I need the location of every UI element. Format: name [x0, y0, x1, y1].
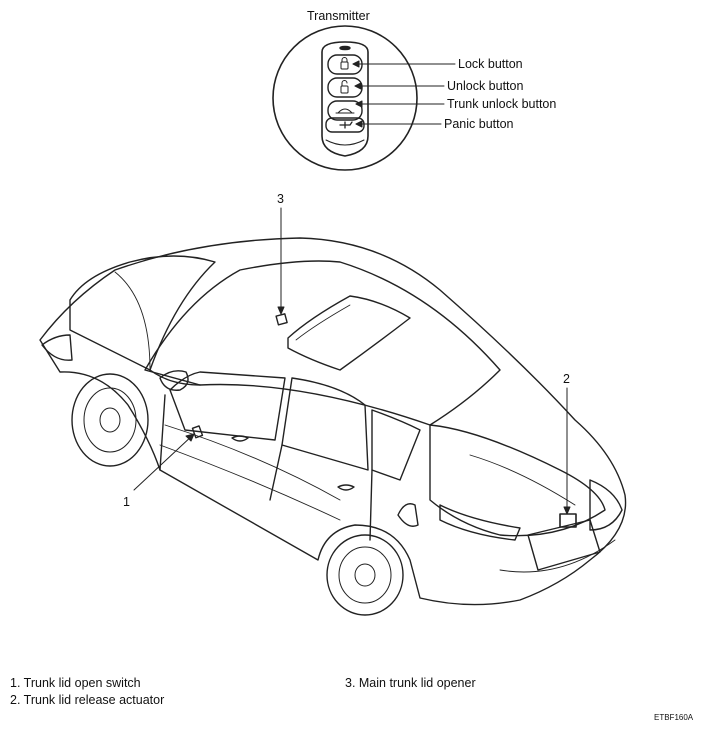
car-body [39, 237, 627, 616]
main-trunk-lid-opener-marker [275, 313, 288, 326]
fob-panic-key [325, 117, 365, 133]
license-plate [527, 519, 601, 571]
figure-code: ETBF160A [654, 713, 694, 722]
legend-item-3: 3. Main trunk lid opener [345, 676, 476, 690]
callout-leaders [133, 207, 571, 515]
callout-2: 2 [563, 372, 570, 386]
trunk-glyph-icon [335, 108, 355, 114]
fob-trunk-key [327, 100, 363, 121]
lock-button-label: Lock button [458, 57, 523, 71]
callout-3: 3 [277, 192, 284, 206]
callout-1: 1 [123, 495, 130, 509]
panic-button-label: Panic button [444, 117, 514, 131]
side-mirror [159, 370, 189, 391]
trunk-unlock-button-label: Trunk unlock button [447, 97, 557, 111]
unlock-glyph-icon [340, 80, 349, 94]
legend-item-2: 2. Trunk lid release actuator [10, 693, 165, 707]
unlock-button-label: Unlock button [447, 79, 524, 93]
rear-wheel [326, 534, 404, 616]
lock-glyph-icon [340, 57, 349, 70]
transmitter-leaders [352, 60, 456, 128]
transmitter-title: Transmitter [307, 9, 370, 23]
legend-item-1: 1. Trunk lid open switch [10, 676, 141, 690]
panic-glyph-icon [339, 121, 353, 129]
trunk-lid-open-switch-marker [191, 425, 204, 439]
sunroof [287, 295, 411, 371]
trunk-lid-release-actuator-marker [559, 513, 577, 528]
front-wheel [71, 373, 149, 467]
transmitter-illustration [272, 25, 418, 171]
fob-unlock-key [327, 77, 363, 98]
